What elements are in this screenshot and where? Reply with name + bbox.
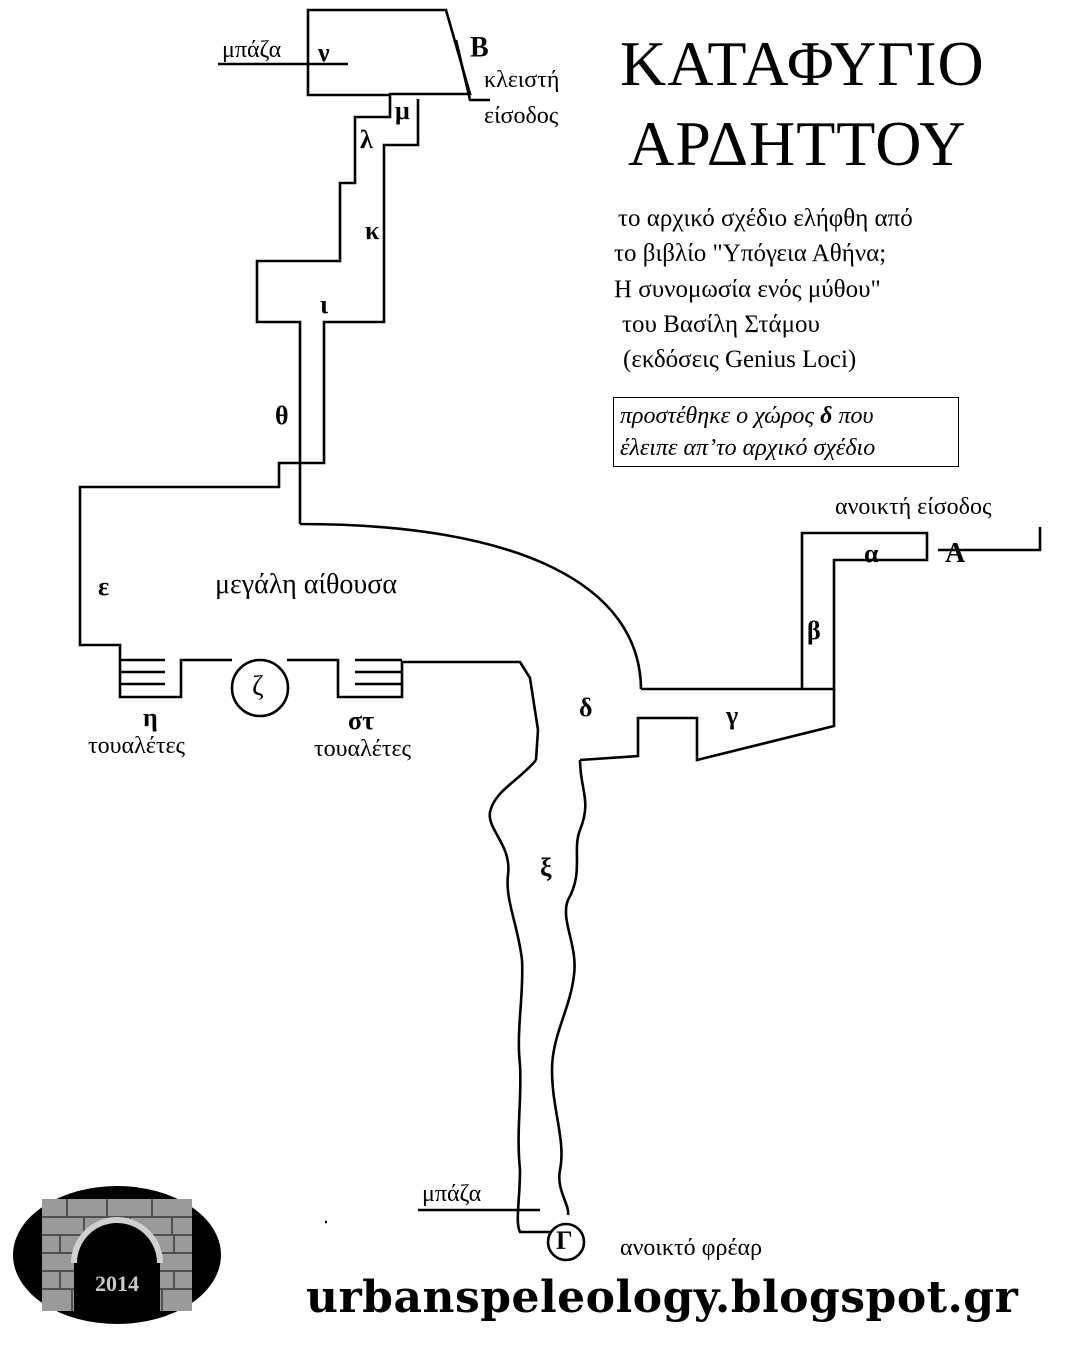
rubble-bottom-line (325, 1208, 540, 1224)
credit-line-1: το αρχικό σχέδιο ελήφθη από (618, 205, 913, 232)
credit-line-5: (εκδόσεις Genius Loci) (623, 346, 857, 373)
room-zeta: ζ (252, 671, 264, 702)
open-shaft-label: ανοικτό φρέαρ (620, 1235, 763, 1261)
note-line-1-end: που (832, 403, 874, 429)
entrance-beta: Β (470, 32, 489, 63)
added-room-note: προστέθηκε ο χώρος δ που έλειπε απ’το αρ… (613, 397, 959, 467)
room-lambda: λ (360, 125, 373, 154)
plan-delta-gamma-outline (534, 689, 836, 762)
note-line-1: προστέθηκε ο χώρος δ που (620, 400, 958, 432)
room-mu: μ (395, 96, 410, 125)
note-line-1-start: προστέθηκε ο χώρος (620, 403, 821, 429)
plan-main-outline (78, 8, 929, 731)
room-delta: δ (579, 693, 593, 722)
logo-year: 2014 (95, 1271, 139, 1296)
room-nu: ν (318, 38, 330, 67)
note-line-2: έλειπε απ’το αρχικό σχέδιο (620, 435, 876, 461)
urbanspeleology-logo: 2014 (13, 1186, 221, 1324)
stone-arch-icon (42, 1199, 192, 1311)
room-stigma: στ (348, 706, 375, 735)
credit-line-2: το βιβλίο "Υπόγεια Αθήνα; (614, 240, 887, 267)
room-eta: η (143, 703, 158, 732)
great-hall-label: μεγάλη αίθουσα (215, 569, 398, 600)
title-line-2: ΑΡΔΗΤΤΟΥ (628, 108, 967, 179)
room-theta: θ (275, 401, 289, 430)
rubble-top-label: μπάζα (222, 37, 282, 63)
room-kappa: κ (365, 216, 380, 245)
open-entrance-label: ανοικτή είσοδος (835, 494, 992, 520)
toilets-left-label: τουαλέτες (88, 733, 186, 759)
zeta-room-outline (230, 658, 290, 718)
xi-tunnel-outline (488, 759, 587, 1234)
toilets-stigma-outline (355, 658, 402, 686)
shaft-gamma-outline (546, 1222, 586, 1262)
room-beta: β (807, 616, 821, 645)
room-iota: ι (320, 290, 329, 319)
credit-line-4: του Βασίλη Στάμου (622, 311, 820, 338)
room-gamma: γ (726, 701, 739, 730)
note-room-delta: δ (820, 403, 833, 429)
blog-url[interactable]: urbanspeleology.blogspot.gr (306, 1272, 1019, 1323)
toilets-right-label: τουαλέτες (314, 736, 412, 762)
title-line-1: ΚΑΤΑΦΥΓΙΟ (620, 28, 985, 99)
rubble-bottom-label: μπάζα (422, 1181, 482, 1207)
closed-entrance-marker (454, 39, 490, 102)
entrance-gamma: Γ (556, 1226, 573, 1255)
credit-line-3: Η συνομωσία ενός μύθου" (614, 276, 881, 303)
closed-entrance-label-2: είσοδος (484, 103, 559, 129)
room-epsilon: ε (98, 572, 110, 601)
room-alpha: α (864, 539, 879, 568)
open-entrance-marker (938, 527, 1042, 552)
closed-entrance-label-1: κλειστή (484, 67, 560, 93)
toilets-eta-outline (120, 658, 165, 686)
entrance-alpha: Α (945, 538, 966, 569)
room-xi: ξ (540, 853, 552, 882)
